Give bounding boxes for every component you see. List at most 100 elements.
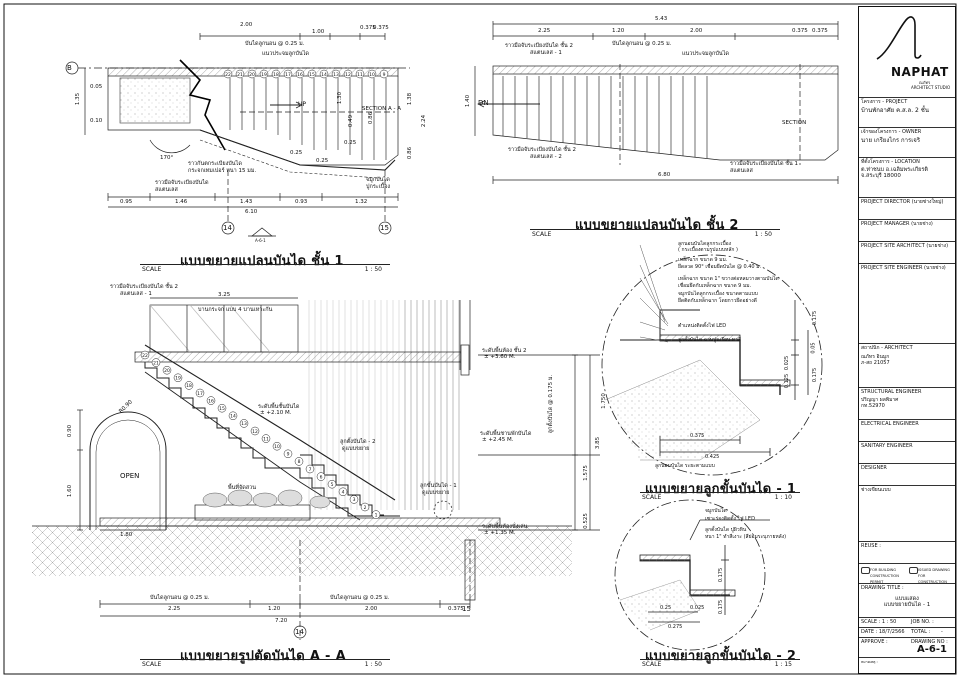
step-number: 1 — [375, 512, 378, 518]
tb-location-1: ต.ท่าชนบ อ.เฉลิมพระเกียรติ — [861, 167, 928, 173]
tb-drawing-title: DRAWING TITLE : แบบแสดง แบบขยายบันได - 1 — [859, 583, 955, 617]
plan2-note-rail-b2: สแตนเลส - 2 — [530, 154, 562, 160]
tb-reuse: REUSE : — [859, 541, 955, 563]
detail1-note-5: เหล็กฉาก ขนาด 1" ขวางต่อหลมวางตามบันได — [678, 276, 779, 282]
step-number: 22 — [225, 72, 231, 78]
step-number: 12 — [345, 72, 351, 78]
scale-value: 1 : 15 — [774, 661, 792, 668]
detail1-dim-right-2: 0.05 — [810, 342, 817, 354]
scale-value: 1 : 10 — [774, 494, 792, 501]
tb-location-2: จ.สระบุรี 18000 — [861, 173, 901, 179]
step-number-bubble — [235, 69, 245, 79]
plan1-dim-bottom-4: 0.93 — [295, 199, 308, 205]
plan1-inner-dim-3: 0.49 — [348, 114, 355, 128]
tb-electrical: ELECTRICAL ENGINEER — [859, 419, 955, 441]
tb-checkbox-construction — [909, 567, 918, 574]
plan1-dim-bottom-2: 1.46 — [175, 199, 188, 205]
plan1-angle: 170° — [160, 155, 174, 161]
step-number: 17 — [285, 72, 291, 78]
step-number: 9 — [287, 452, 290, 458]
section-bottom-dim-2: 1.20 — [268, 606, 281, 612]
detail2-note-2: เซาะร่องติดตั้ง ไฟ LED — [705, 516, 755, 522]
plan1-dim-bottom-5: 1.32 — [355, 199, 368, 205]
plan1-note-rail4: สแตนเลส — [155, 187, 178, 193]
detail1-dim-right-1: 0.175 — [812, 310, 819, 326]
tb-total: TOTAL : — [911, 629, 931, 635]
detail2-dim-bottom-1: 0.25 — [660, 605, 672, 611]
step-number: 14 — [321, 72, 327, 78]
step-number: 18 — [186, 383, 192, 389]
detail1-note-3: เหล็กฉาก ขนาด 9 มม. — [678, 257, 728, 263]
section-plants-note: พื้นที่จัดสวน — [228, 485, 257, 491]
tb-issue: FOR BUILDING CONSTRUCTION PERMIT ISSUED … — [859, 563, 955, 583]
section-floor-note-4: ระดับพื้นห้องนั่งเล่น — [482, 524, 528, 530]
tb-total-value: - — [941, 629, 943, 635]
step-number: 12 — [252, 429, 258, 435]
plan2-dim-4: 0.375 — [792, 28, 808, 34]
plan1-inner-dim-2: 0.86 — [368, 111, 375, 125]
detail2-note-4: หนา 1" ทำสีเงาะ (สีย่อมระบุภายหลัง) — [705, 534, 787, 540]
plan2-dim-left: 1.40 — [465, 94, 472, 108]
tb-scale: SCALE : 1 : 50 — [861, 619, 897, 625]
tb-drawing-title-1: แบบแสดง — [895, 596, 919, 602]
grid-label-14: 14 — [223, 224, 232, 232]
plan1-dim-left-2: 0.05 — [90, 84, 103, 90]
step-number: 21 — [237, 72, 243, 78]
detail1-note-9: ตำแหน่งติดตั้งไฟ LED — [678, 323, 727, 329]
tb-reuse-label: REUSE : — [861, 543, 881, 549]
plan2-section-tag: SECTION — [782, 120, 807, 126]
detail2-dim-bottom-3: 0.275 — [668, 624, 683, 630]
section-left-dim-1: 0.90 — [67, 424, 74, 438]
step-number-bubble — [261, 434, 271, 443]
section-bottom-dim-1: 2.25 — [168, 606, 181, 612]
tb-job: JOB NO. : — [911, 619, 934, 625]
plan2-overall: 5.43 — [655, 16, 668, 22]
tb-drawing-no-label: DRAWING NO : — [911, 639, 948, 645]
plan2-note-rail-c2: สแตนเลส — [730, 168, 753, 174]
plan1-inner-dim-1: 1.30 — [337, 91, 344, 105]
plan1-dim-bottom-3: 1.43 — [240, 199, 253, 205]
detail1-dim-bottom-2: 0.425 — [705, 454, 720, 460]
tb-owner-label: เจ้าของโครงการ - OWNER — [861, 129, 922, 135]
detail2-note-1: จมูกบันได — [705, 508, 727, 514]
plan1-note-rail1: ราวกันตกระเบียงบันได — [188, 161, 242, 167]
tb-drafter: ช่างเขียนแบบ — [859, 485, 955, 541]
section-grid-14: 14 — [295, 628, 304, 636]
section-tread-note-2: ดูแบบขยาย — [342, 446, 370, 452]
tb-footer-label: หมายเหตุ : — [861, 660, 878, 664]
detail2-dim-right-1: 0.175 — [718, 567, 725, 583]
section-grid-15: 15 — [462, 605, 471, 613]
plan1-note-nosing: บันไดลูกนอน @ 0.25 ม. — [245, 41, 305, 47]
step-number: 21 — [153, 360, 159, 366]
plan2-dim-2: 1.20 — [612, 28, 625, 34]
step-number-bubble — [331, 69, 341, 79]
step-number: 9 — [383, 72, 386, 78]
step-number-bubble — [217, 403, 227, 413]
detail2-dim-right-2: 0.175 — [718, 599, 725, 615]
step-number: 2 — [364, 505, 367, 511]
section-glass-note: บานกระจก แบบ 4 บานเหาะกัน — [198, 307, 273, 313]
tb-owner: เจ้าของโครงการ - OWNER นาย เกรียงไกร การ… — [859, 127, 955, 157]
step-number: 18 — [273, 72, 279, 78]
tb-project: โครงการ - PROJECT บ้านพักอาศัย ค.ส.ล. 2 … — [859, 97, 955, 127]
tb-architect-lic: ภ-สถ 21057 — [861, 360, 890, 366]
plan2-dim-3: 2.00 — [690, 28, 703, 34]
plan1-note-rail3: ราวมือจับระเบียงบันได — [155, 180, 209, 186]
tb-architect: สถาปนิก - ARCHITECT ณภัทร อินมูก ภ-สถ 21… — [859, 343, 955, 387]
step-number: 8 — [298, 459, 301, 465]
step-number-bubble — [206, 396, 216, 405]
grid-label-b: B — [67, 64, 72, 72]
step-number: 11 — [357, 72, 363, 78]
tb-drawing-title-label: DRAWING TITLE : — [861, 585, 904, 591]
section-step-note-2: ดูแบบขยาย — [422, 490, 450, 496]
detail1-dim-right-4: 0.125 — [784, 373, 791, 389]
plan1-tag: A-6-1 — [255, 238, 266, 243]
plan2-note-treads: แนวประจมลูกบันได — [682, 51, 729, 57]
detail2-dim-bottom-2: 0.025 — [690, 605, 705, 611]
step-number-bubble — [295, 69, 305, 79]
step-number: 20 — [164, 368, 170, 374]
section-bottom-note-2: บันไดลูกนอน @ 0.25 ม. — [330, 595, 390, 601]
grid-label-15: 15 — [380, 224, 389, 232]
tb-date-total: DATE : 18/7/2566 TOTAL : - — [859, 627, 955, 637]
